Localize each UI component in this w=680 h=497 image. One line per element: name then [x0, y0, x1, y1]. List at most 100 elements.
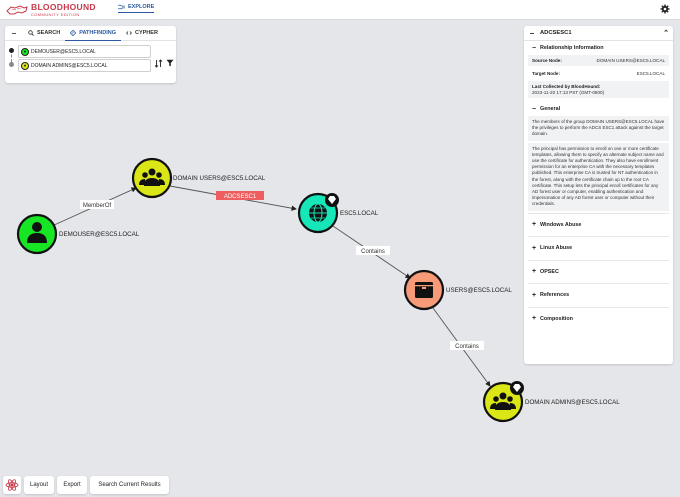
node-domain-admins[interactable]: DOMAIN ADMINS@ESC5.LOCAL	[482, 381, 620, 423]
explore-icon	[118, 4, 125, 10]
svg-text:ADCSESC1: ADCSESC1	[224, 194, 257, 200]
source-node-label: Source Node:	[532, 58, 562, 63]
section-general[interactable]: − General	[524, 102, 673, 116]
svg-text:DOMAIN ADMINS@ESC5.LOCAL: DOMAIN ADMINS@ESC5.LOCAL	[525, 399, 620, 406]
edge-label-adcsesc1[interactable]: ADCSESC1	[216, 191, 264, 200]
export-button-label: Export	[63, 482, 81, 488]
tab-cypher[interactable]: CYPHER	[121, 26, 163, 41]
edge-label-contains-1[interactable]: Contains	[356, 246, 390, 255]
export-button[interactable]: Export	[57, 476, 87, 494]
section-opsec-label: OPSEC	[540, 268, 559, 275]
react-logo-icon	[5, 479, 19, 491]
search-panel: − SEARCH PATHFINDING CYPHER ● DEMOUSER@E…	[5, 26, 176, 83]
collected-row: Last Collected by BloodHound: 2023-11-20…	[528, 81, 669, 98]
minus-icon: −	[531, 105, 537, 113]
tab-search-label: SEARCH	[37, 30, 61, 36]
graph-library-logo[interactable]	[3, 476, 21, 494]
source-node-value[interactable]: DOMAIN USERS@ESC5.LOCAL	[596, 58, 665, 63]
bloodhound-logo[interactable]: BLOODHOUND COMMUNITY EDITION	[6, 3, 96, 17]
edge-label-contains-2[interactable]: Contains	[450, 341, 484, 350]
search-icon	[28, 30, 34, 36]
plus-icon: +	[531, 244, 537, 252]
collapse-button[interactable]: −	[11, 28, 17, 38]
bloodhound-dog-icon	[6, 5, 28, 15]
section-linux-abuse-label: Linux Abuse	[540, 245, 573, 252]
top-bar: BLOODHOUND COMMUNITY EDITION EXPLORE	[0, 0, 680, 20]
section-composition-label: Composition	[540, 315, 573, 322]
filter-icon[interactable]	[166, 59, 174, 67]
node-esc5-local[interactable]: ESC5.LOCAL	[297, 192, 379, 234]
user-icon: ●	[21, 47, 29, 56]
svg-text:Contains: Contains	[361, 249, 385, 255]
code-icon	[126, 31, 132, 35]
svg-text:ESC5.LOCAL: ESC5.LOCAL	[340, 210, 379, 217]
target-node-label: Target Node:	[532, 71, 560, 76]
pathfinding-icon	[70, 29, 77, 36]
path-connector	[11, 50, 12, 62]
app-title: BLOODHOUND	[31, 2, 96, 13]
search-current-results-label: Search Current Results	[98, 482, 161, 488]
section-references-label: References	[540, 292, 570, 299]
tab-pathfinding-label: PATHFINDING	[79, 29, 116, 36]
end-node-field[interactable]: ● DOMAIN ADMINS@ESC5.LOCAL	[18, 59, 151, 72]
section-opsec[interactable]: + OPSEC	[528, 259, 669, 284]
group-icon	[490, 392, 516, 410]
source-node-row: Source Node: DOMAIN USERS@ESC5.LOCAL	[528, 55, 669, 66]
layout-button[interactable]: Layout	[24, 476, 54, 494]
section-composition[interactable]: + Composition	[528, 306, 669, 331]
node-demouser[interactable]: DEMOUSER@ESC5.LOCAL	[16, 213, 140, 255]
panel-title: ADCSESC1	[540, 30, 572, 36]
app-subtitle: COMMUNITY EDITION	[31, 11, 80, 17]
edge-label-memberof[interactable]: MemberOf	[80, 200, 114, 209]
layout-button-label: Layout	[29, 482, 48, 488]
panel-collapse-button[interactable]: −	[529, 28, 535, 38]
chevron-up-icon[interactable]: ⌃	[663, 30, 669, 37]
svg-text:DOMAIN USERS@ESC5.LOCAL: DOMAIN USERS@ESC5.LOCAL	[173, 175, 266, 182]
svg-text:MemberOf: MemberOf	[83, 203, 112, 209]
search-current-results-button[interactable]: Search Current Results	[90, 476, 169, 494]
start-node-field[interactable]: ● DEMOUSER@ESC5.LOCAL	[18, 45, 151, 58]
plus-icon: +	[531, 291, 537, 299]
globe-icon	[309, 203, 327, 223]
end-node-value: DOMAIN ADMINS@ESC5.LOCAL	[31, 62, 108, 69]
section-windows-abuse[interactable]: + Windows Abuse	[528, 212, 669, 237]
tab-pathfinding[interactable]: PATHFINDING	[65, 26, 121, 41]
gear-icon[interactable]	[660, 4, 670, 14]
plus-icon: +	[531, 268, 537, 276]
svg-text:DEMOUSER@ESC5.LOCAL: DEMOUSER@ESC5.LOCAL	[59, 231, 140, 238]
nav-explore-label: EXPLORE	[128, 4, 155, 10]
user-icon	[27, 222, 47, 243]
entity-panel: − ADCSESC1 ⌃ − Relationship Information …	[524, 26, 673, 364]
section-linux-abuse[interactable]: + Linux Abuse	[528, 236, 669, 260]
plus-icon: +	[531, 221, 537, 229]
group-icon: ●	[21, 61, 29, 70]
section-references[interactable]: + References	[528, 283, 669, 307]
section-relationship-info[interactable]: − Relationship Information	[524, 41, 673, 55]
node-users-container[interactable]: USERS@ESC5.LOCAL	[403, 269, 512, 311]
gem-badge-icon	[510, 381, 524, 395]
gem-badge-icon	[325, 193, 339, 207]
node-domain-users[interactable]: DOMAIN USERS@ESC5.LOCAL	[131, 157, 266, 199]
general-description: The principal has permission to enroll o…	[528, 142, 669, 211]
collected-value: 2023-11-20 17:13 PST (GMT-0800)	[532, 90, 605, 95]
path-rows: ● DEMOUSER@ESC5.LOCAL ● DOMAIN ADMINS@ES…	[5, 41, 176, 72]
tab-search[interactable]: SEARCH	[23, 26, 65, 41]
panel-header: − ADCSESC1 ⌃	[524, 26, 673, 41]
nav-explore[interactable]: EXPLORE	[118, 4, 155, 13]
general-summary: The members of the group DOMAIN USERS@ES…	[528, 116, 669, 141]
tab-cypher-label: CYPHER	[135, 30, 158, 36]
swap-icon[interactable]	[154, 59, 163, 68]
section-relationship-info-label: Relationship Information	[540, 45, 604, 51]
group-icon	[139, 168, 165, 186]
plus-icon: +	[531, 315, 537, 323]
section-general-label: General	[540, 106, 561, 112]
svg-text:Contains: Contains	[455, 344, 479, 350]
start-dot	[9, 48, 14, 53]
minus-icon: −	[531, 44, 537, 52]
end-dot	[9, 62, 14, 67]
collected-label: Last Collected by BloodHound:	[532, 84, 601, 89]
target-node-value[interactable]: ESC5.LOCAL	[636, 71, 665, 76]
target-node-row: Target Node: ESC5.LOCAL	[528, 68, 669, 79]
section-windows-abuse-label: Windows Abuse	[540, 221, 582, 228]
